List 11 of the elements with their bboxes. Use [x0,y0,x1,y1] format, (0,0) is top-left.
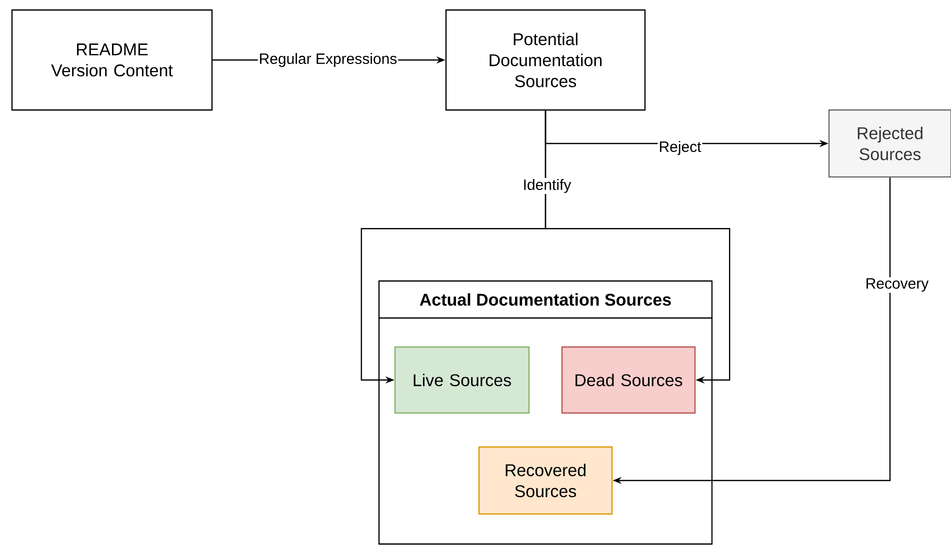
process-box: Dead Sources [561,346,696,414]
process-box: Rejected Sources [828,109,951,178]
process-box: Potential Documentation Sources [445,9,646,111]
process-box: Live Sources [394,346,530,414]
edge-label: Reject [658,140,702,156]
edge-label: Recovery [864,277,930,293]
process-box: README Version Content [11,9,213,111]
connector-arrow [544,110,730,384]
edge-label: Identify [522,178,572,194]
edge-label: Regular Expressions [258,52,398,68]
process-box: Recovered Sources [478,446,613,515]
